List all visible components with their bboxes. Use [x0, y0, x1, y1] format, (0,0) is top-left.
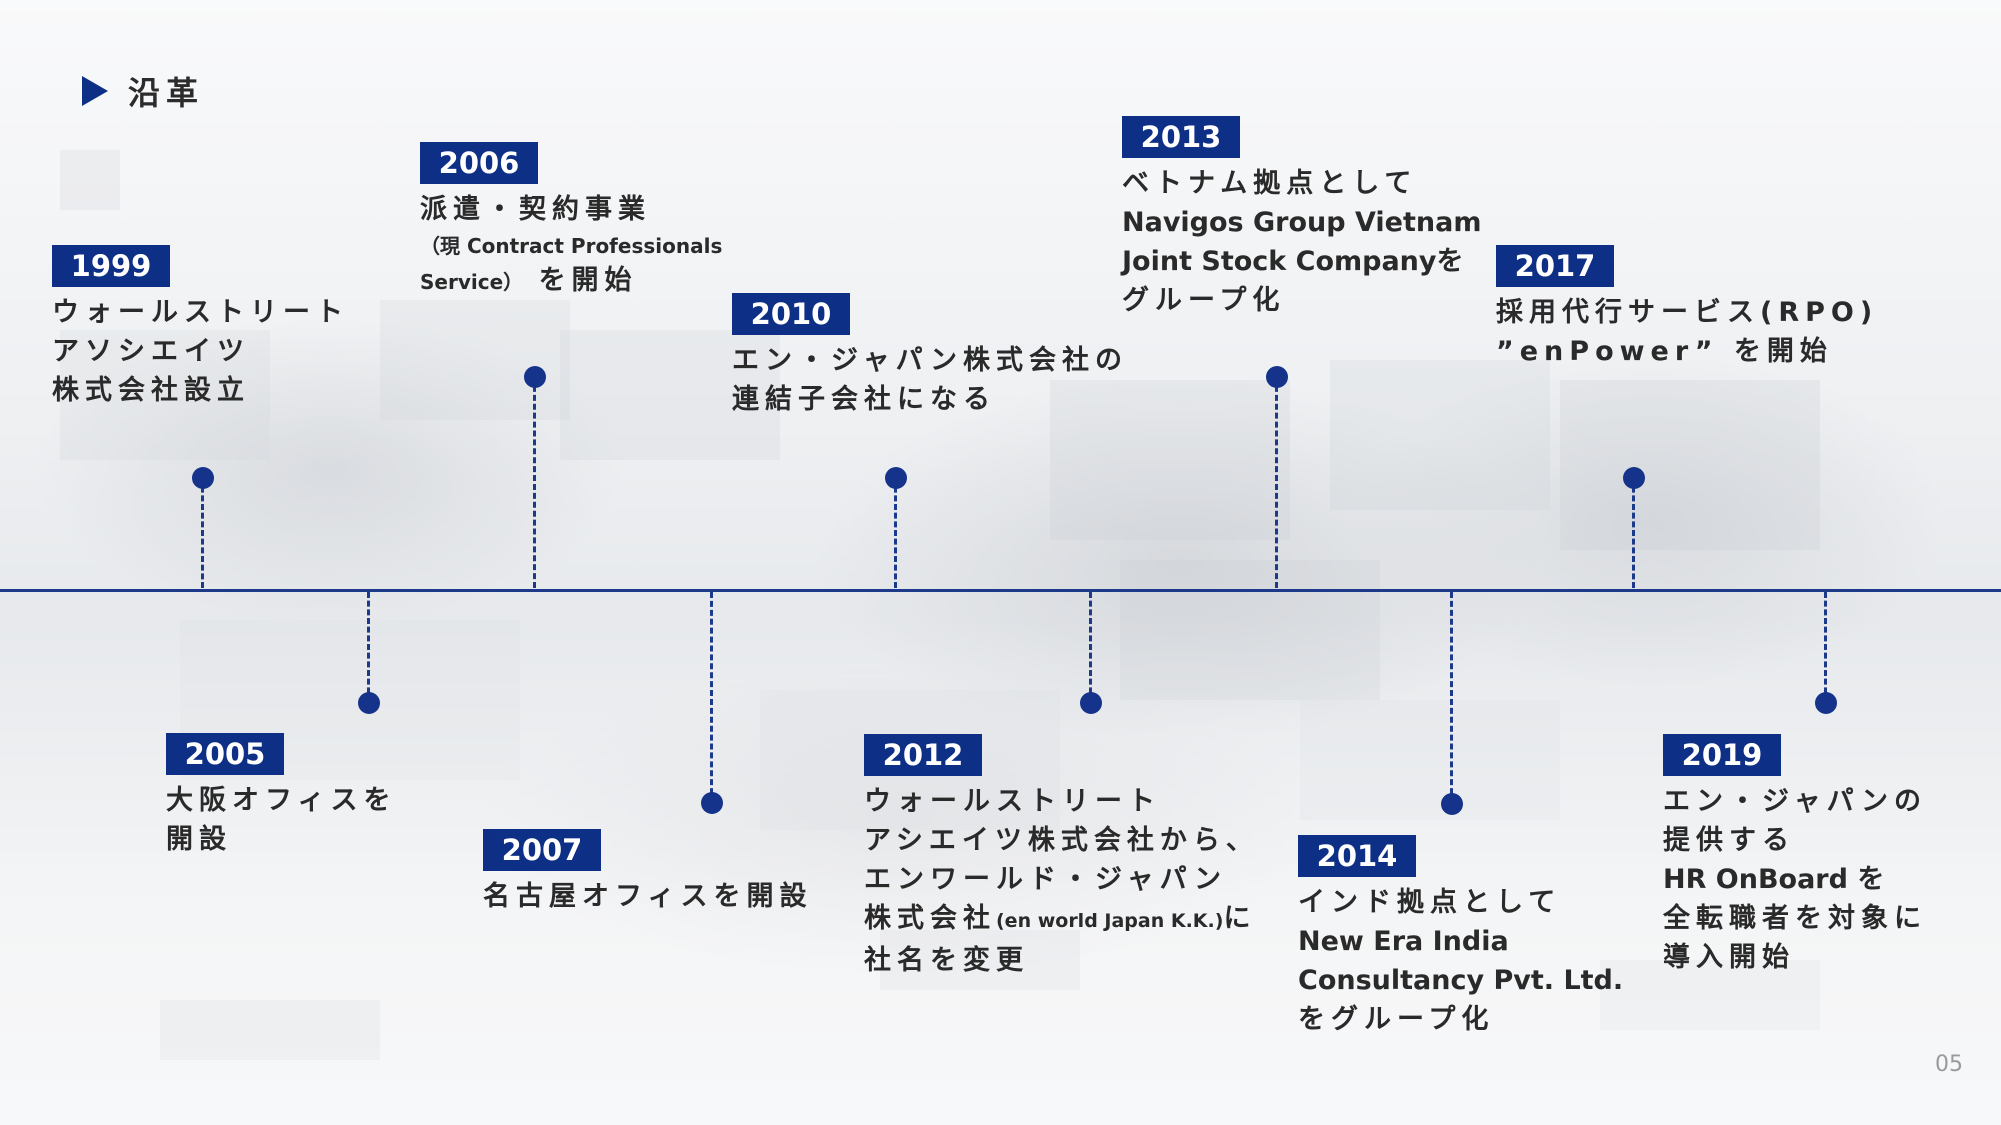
dot-2012: [1080, 692, 1102, 714]
connector-2007: [710, 592, 713, 803]
desc-text: (en world Japan K.K.): [996, 910, 1224, 932]
desc-line: Service） を開始: [420, 263, 722, 300]
desc-line: 連結子会社になる: [732, 384, 996, 415]
timeline-axis: [0, 589, 2001, 592]
desc-line: 採用代行サービス(RPO): [1496, 297, 1879, 328]
desc-line: （現 Contract Professionals: [420, 234, 723, 258]
year-badge: 2014: [1298, 835, 1416, 877]
desc-text: Service）: [420, 270, 524, 294]
event-2017: 2017 採用代行サービス(RPO) ”enPower” を開始: [1496, 245, 1878, 371]
play-triangle-icon: [82, 76, 108, 106]
desc-line: インド拠点として: [1298, 887, 1562, 918]
page-number: 05: [1935, 1052, 1963, 1077]
desc-line: をグループ化: [1298, 1004, 1495, 1035]
connector-2006: [533, 377, 536, 588]
slide-header: 沿革: [82, 68, 204, 114]
year-badge: 2010: [732, 293, 850, 335]
desc-line: ”enPower” を開始: [1496, 336, 1833, 367]
desc-line: アソシエイツ: [52, 336, 250, 367]
desc-line: 派遣・契約事業: [420, 194, 651, 225]
dot-1999: [192, 467, 214, 489]
connector-2005: [367, 592, 370, 702]
dot-2005: [358, 692, 380, 714]
year-badge: 2012: [864, 734, 982, 776]
desc-line: 大阪オフィスを: [166, 785, 397, 816]
event-1999: 1999 ウォールストリート アソシエイツ 株式会社設立: [52, 245, 349, 410]
connector-2019: [1824, 592, 1827, 702]
connector-1999: [201, 478, 204, 588]
desc-line: ウォールストリート: [52, 297, 349, 328]
desc-line: HR OnBoard を: [1663, 864, 1885, 895]
connector-2017: [1632, 478, 1635, 588]
dot-2017: [1623, 467, 1645, 489]
connector-2014: [1450, 592, 1453, 803]
event-description: 採用代行サービス(RPO) ”enPower” を開始: [1496, 293, 1878, 371]
event-description: インド拠点として New Era India Consultancy Pvt. …: [1298, 883, 1623, 1039]
event-2007: 2007 名古屋オフィスを開設: [483, 829, 812, 916]
year-badge: 2017: [1496, 245, 1614, 287]
connector-2010: [894, 478, 897, 588]
year-badge: 2013: [1122, 116, 1240, 158]
event-2006: 2006 派遣・契約事業 （現 Contract Professionals S…: [420, 142, 722, 300]
dot-2010: [885, 467, 907, 489]
desc-text: に: [1223, 903, 1257, 934]
event-2013: 2013 ベトナム拠点として Navigos Group Vietnam Joi…: [1122, 116, 1481, 320]
year-badge: 2007: [483, 829, 601, 871]
event-description: エン・ジャパン株式会社の 連結子会社になる: [732, 341, 1128, 419]
event-description: 派遣・契約事業 （現 Contract Professionals Servic…: [420, 190, 722, 300]
year-badge: 2005: [166, 733, 284, 775]
desc-text: を開始: [538, 265, 638, 296]
desc-line: Navigos Group Vietnam: [1122, 207, 1482, 238]
desc-line: エン・ジャパン株式会社の: [732, 345, 1128, 376]
connector-2012: [1089, 592, 1092, 702]
dot-2007: [701, 792, 723, 814]
desc-line: 全転職者を対象に: [1663, 903, 1927, 934]
desc-text: 株式会社: [864, 903, 996, 934]
desc-line: 株式会社設立: [52, 375, 250, 406]
desc-line: Joint Stock Companyを: [1122, 246, 1464, 277]
desc-line: エン・ジャパンの: [1663, 786, 1927, 817]
dot-2006: [524, 366, 546, 388]
dot-2014: [1441, 793, 1463, 815]
event-description: 名古屋オフィスを開設: [483, 877, 812, 916]
event-description: ウォールストリート アシエイツ株式会社から、 エンワールド・ジャパン 株式会社(…: [864, 782, 1259, 980]
year-badge: 2019: [1663, 734, 1781, 776]
page-title: 沿革: [128, 74, 205, 112]
desc-line: 名古屋オフィスを開設: [483, 881, 813, 912]
desc-line: アシエイツ株式会社から、: [864, 825, 1259, 856]
desc-line: 導入開始: [1663, 942, 1795, 973]
desc-line: 株式会社(en world Japan K.K.)に: [864, 899, 1259, 941]
year-badge: 2006: [420, 142, 538, 184]
desc-line: エンワールド・ジャパン: [864, 864, 1227, 895]
desc-line: New Era India: [1298, 926, 1509, 957]
desc-line: 提供する: [1663, 825, 1795, 856]
event-2019: 2019 エン・ジャパンの 提供する HR OnBoard を 全転職者を対象に…: [1663, 734, 1927, 977]
desc-line: ベトナム拠点として: [1122, 168, 1418, 199]
desc-line: 社名を変更: [864, 945, 1029, 976]
desc-line: 開設: [166, 824, 232, 855]
dot-2013: [1266, 366, 1288, 388]
year-badge: 1999: [52, 245, 170, 287]
event-2010: 2010 エン・ジャパン株式会社の 連結子会社になる: [732, 293, 1128, 419]
desc-line: Consultancy Pvt. Ltd.: [1298, 965, 1624, 996]
desc-line: ウォールストリート: [864, 786, 1161, 817]
dot-2019: [1815, 692, 1837, 714]
event-2005: 2005 大阪オフィスを 開設: [166, 733, 396, 859]
event-2014: 2014 インド拠点として New Era India Consultancy …: [1298, 835, 1623, 1039]
event-description: エン・ジャパンの 提供する HR OnBoard を 全転職者を対象に 導入開始: [1663, 782, 1927, 977]
desc-line: グループ化: [1122, 285, 1286, 316]
event-description: 大阪オフィスを 開設: [166, 781, 396, 859]
event-description: ウォールストリート アソシエイツ 株式会社設立: [52, 293, 349, 410]
event-2012: 2012 ウォールストリート アシエイツ株式会社から、 エンワールド・ジャパン …: [864, 734, 1259, 980]
connector-2013: [1275, 377, 1278, 588]
event-description: ベトナム拠点として Navigos Group Vietnam Joint St…: [1122, 164, 1481, 320]
